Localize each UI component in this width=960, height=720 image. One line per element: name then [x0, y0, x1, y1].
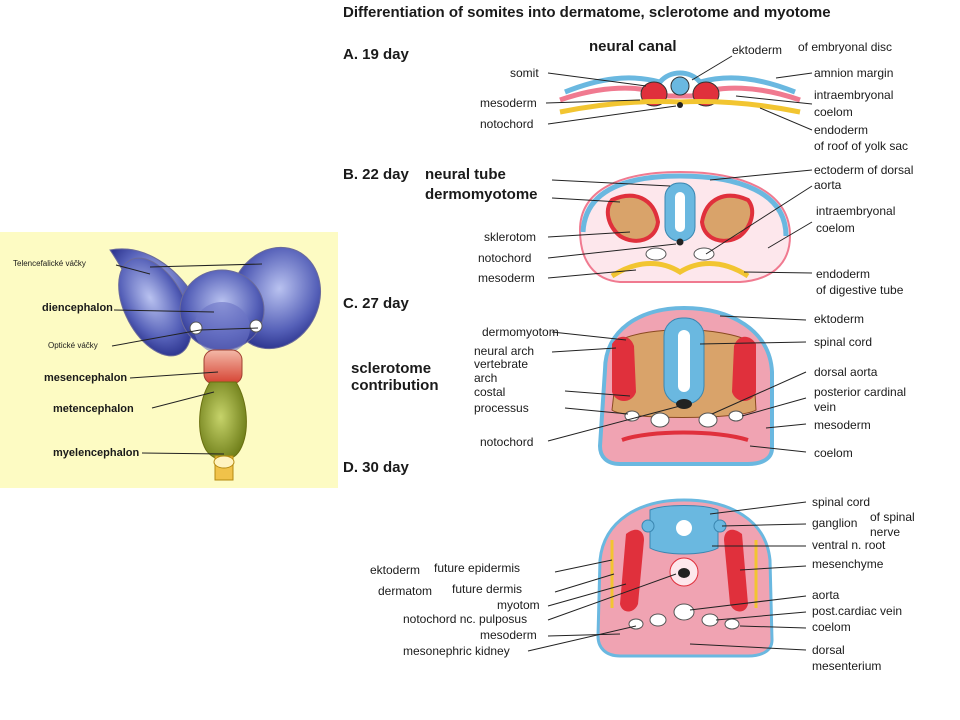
stage-d-heading: D. 30 day	[343, 459, 409, 476]
label-endoderm-b: endoderm	[816, 267, 871, 281]
label-myelencephalon: myelencephalon	[53, 447, 140, 459]
label-aorta-b: aorta	[814, 178, 842, 192]
stage-c-drawing	[547, 305, 807, 466]
label-ventral-root: ventral n. root	[812, 538, 886, 552]
label-dermomyotom-c: dermomyotom	[482, 325, 559, 339]
label-mesenterium: mesenterium	[812, 659, 882, 673]
label-ectoderm-dorsal: ectoderm of dorsal	[814, 163, 914, 177]
label-future-epidermis: future epidermis	[434, 561, 521, 575]
label-digestive-tube: of digestive tube	[816, 283, 904, 297]
label-post-cardiac-vein: post.cardiac vein	[812, 604, 903, 618]
label-contribution: contribution	[351, 377, 439, 394]
label-intraembryonal-a: intraembryonal	[814, 88, 894, 102]
label-mesoderm-b: mesoderm	[478, 271, 535, 285]
label-mesoderm-d: mesoderm	[480, 628, 537, 642]
stage-a-heading: A. 19 day	[343, 46, 409, 63]
label-dermatom: dermatom	[378, 584, 433, 598]
label-diencephalon: diencephalon	[42, 302, 113, 314]
label-notochord-c: notochord	[480, 435, 534, 449]
label-somit: somit	[510, 66, 539, 80]
label-coelom-d: coelom	[812, 620, 851, 634]
stage-b-heading: B. 22 day	[343, 166, 409, 183]
stage-a-drawing	[545, 55, 813, 131]
label-embryonal-disc: of embryonal disc	[798, 40, 893, 54]
label-myotom: myotom	[497, 598, 540, 612]
label-of-spinal: of spinal	[870, 510, 915, 524]
label-mesencephalon: mesencephalon	[44, 372, 128, 384]
label-posterior-cardinal: posterior cardinal	[814, 385, 907, 399]
label-vein-c: vein	[814, 400, 837, 414]
label-coelom-a: coelom	[814, 105, 853, 119]
label-roof-yolk-sac: of roof of yolk sac	[814, 139, 909, 153]
label-intraembryonal-b: intraembryonal	[816, 204, 896, 218]
stage-b-drawing	[547, 169, 813, 283]
label-mesenchyme: mesenchyme	[812, 557, 884, 571]
label-metencephalon: metencephalon	[53, 403, 134, 415]
stage-c-heading: C. 27 day	[343, 295, 409, 312]
stage-d-drawing	[527, 498, 807, 658]
label-amnion-margin: amnion margin	[814, 66, 894, 80]
label-ganglion: ganglion	[812, 516, 858, 530]
label-dorsal-aorta: dorsal aorta	[814, 365, 878, 379]
brain-vesicles-drawing	[109, 246, 322, 481]
label-mesoderm-c: mesoderm	[814, 418, 871, 432]
label-endoderm-a: endoderm	[814, 123, 869, 137]
brain-vesicles-panel: Telencefalické váčky diencephalon Optick…	[0, 232, 338, 488]
label-telencephalic-vesicles: Telencefalické váčky	[13, 259, 86, 268]
label-ektoderm-c: ektoderm	[814, 312, 865, 326]
label-coelom-c: coelom	[814, 446, 853, 460]
label-neural-canal: neural canal	[589, 38, 677, 55]
label-future-dermis: future dermis	[452, 582, 523, 596]
label-spinal-cord-d: spinal cord	[812, 495, 871, 509]
label-ektoderm-a: ektoderm	[732, 43, 783, 57]
label-notochord-a: notochord	[480, 117, 534, 131]
label-notochord-b: notochord	[478, 251, 532, 265]
label-nerve: nerve	[870, 525, 901, 539]
label-coelom-b: coelom	[816, 221, 855, 235]
label-costal: costal	[474, 385, 506, 399]
label-dorsal-d: dorsal	[812, 643, 845, 657]
label-ektoderm-d: ektoderm	[370, 563, 421, 577]
label-dermomyotome: dermomyotome	[425, 186, 538, 203]
label-neural-tube: neural tube	[425, 166, 506, 183]
label-notochord-pulposus: notochord nc. pulposus	[403, 612, 528, 626]
label-sclerotome: sclerotome	[351, 360, 432, 377]
label-arch: arch	[474, 371, 498, 385]
label-spinal-cord-c: spinal cord	[814, 335, 873, 349]
label-mesoderm-a: mesoderm	[480, 96, 537, 110]
label-processus: processus	[474, 401, 529, 415]
label-aorta-d: aorta	[812, 588, 840, 602]
label-sklerotom: sklerotom	[484, 230, 537, 244]
diagram-title: Differentiation of somites into dermatom…	[343, 4, 831, 21]
label-neural-arch: neural arch	[474, 344, 535, 358]
label-vertebrate: vertebrate	[474, 357, 529, 371]
label-mesonephric-kidney: mesonephric kidney	[403, 644, 510, 658]
label-optic-vesicles: Optické váčky	[48, 341, 98, 350]
